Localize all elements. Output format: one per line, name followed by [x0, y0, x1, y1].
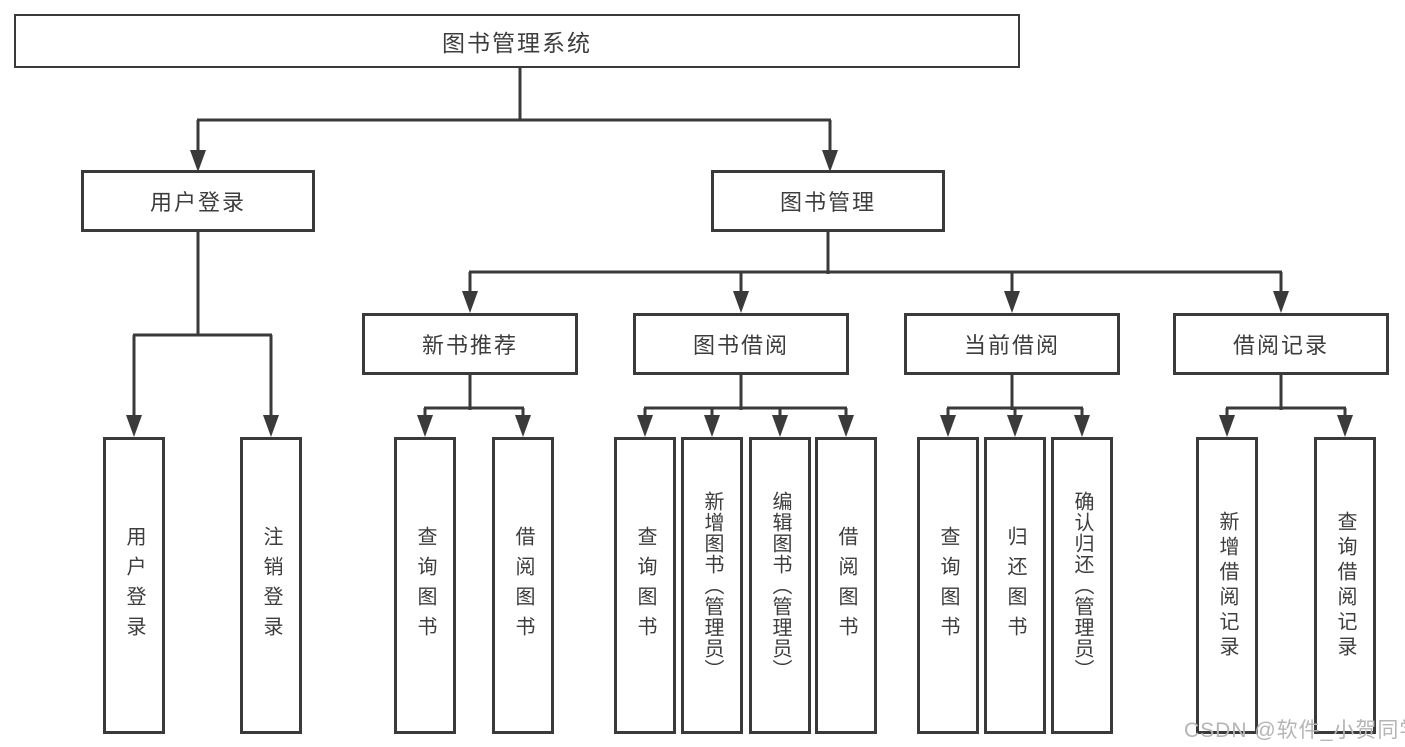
- node-user-login: 用户登录: [81, 170, 315, 232]
- node-leaf-borrow-books-recommend: 借阅图书: [492, 437, 554, 734]
- node-leaf-user-login: 用户登录: [103, 437, 165, 734]
- node-leaf-query-books-borrow: 查询图书: [614, 437, 676, 734]
- node-book-borrowing: 图书借阅: [633, 313, 849, 375]
- node-library-management-system: 图书管理系统: [14, 14, 1020, 68]
- node-leaf-return-books: 归还图书: [984, 437, 1046, 734]
- watermark: CSDN @软件_小贺同学: [1184, 719, 1405, 742]
- node-book-management: 图书管理: [711, 170, 945, 232]
- node-leaf-confirm-return-admin: 确认归还（管理员）: [1051, 437, 1113, 734]
- node-leaf-borrow-books: 借阅图书: [815, 437, 877, 734]
- node-new-book-recommendation: 新书推荐: [362, 313, 578, 375]
- node-leaf-add-borrow-record: 新增借阅记录: [1196, 437, 1258, 734]
- node-leaf-query-borrow-record: 查询借阅记录: [1314, 437, 1376, 734]
- node-borrowing-records: 借阅记录: [1173, 313, 1389, 375]
- node-leaf-edit-books-admin: 编辑图书（管理员）: [749, 437, 811, 734]
- node-leaf-logout: 注销登录: [240, 437, 302, 734]
- node-leaf-query-books-current: 查询图书: [917, 437, 979, 734]
- node-leaf-query-books-recommend: 查询图书: [394, 437, 456, 734]
- node-leaf-add-books-admin: 新增图书（管理员）: [681, 437, 743, 734]
- node-current-borrowing: 当前借阅: [904, 313, 1120, 375]
